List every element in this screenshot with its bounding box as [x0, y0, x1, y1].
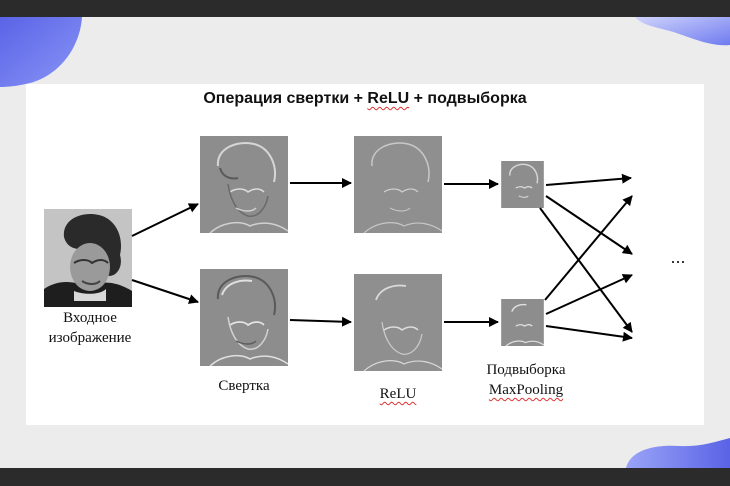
pool-feature-map-2 — [501, 299, 544, 346]
input-image — [44, 209, 132, 307]
pool-label-line1: Подвыборка — [486, 362, 566, 378]
relu-feature-map-1 — [354, 136, 442, 233]
corner-blob-bottom-right — [626, 438, 730, 468]
relu-label-text: ReLU — [379, 386, 417, 402]
conv-feature-map-2 — [200, 269, 288, 366]
conv-label: Свертка — [218, 378, 270, 394]
pool-feature-map-1 — [501, 161, 544, 208]
title-suffix: + подвыборка — [409, 90, 527, 107]
ellipsis-label: ... — [670, 247, 686, 267]
input-label-line1: Входное — [63, 310, 117, 326]
title-relu: ReLU — [367, 90, 410, 107]
pool-label-line2: MaxPooling — [474, 380, 578, 400]
relu-feature-map-2 — [354, 274, 442, 371]
title-prefix: Операция свертки + — [203, 90, 368, 107]
input-label-line2: изображение — [48, 330, 132, 346]
pool-label: Подвыборка MaxPooling — [474, 360, 578, 400]
relu-label: ReLU — [358, 384, 438, 404]
conv-feature-map-1 — [200, 136, 288, 233]
input-label: Входное изображение — [30, 308, 150, 348]
top-bar — [0, 0, 730, 17]
corner-blob-top-right — [635, 17, 730, 46]
slide-title: Операция свертки + ReLU + подвыборка — [0, 90, 730, 108]
corner-blob-top-left — [0, 17, 82, 87]
bottom-bar — [0, 468, 730, 486]
pool-label-line2-text: MaxPooling — [488, 382, 564, 398]
